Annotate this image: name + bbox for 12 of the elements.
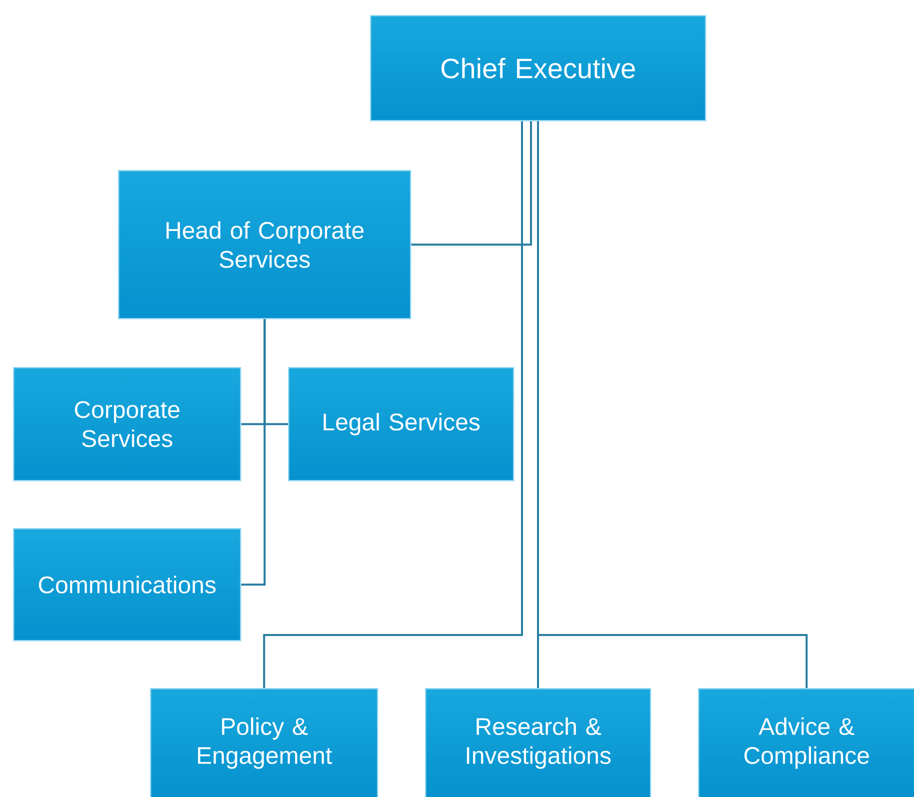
connector-line: [263, 121, 523, 688]
connector-line: [411, 121, 532, 246]
org-box: Chief Executive: [370, 15, 706, 122]
org-box: Legal Services: [288, 367, 514, 482]
org-box: Research & Investigations: [425, 688, 652, 797]
org-box: Advice & Compliance: [698, 688, 914, 797]
connector-line: [537, 121, 808, 688]
org-box: Policy & Engagement: [150, 688, 378, 797]
org-box: Head of Corporate Services: [118, 170, 412, 320]
org-box: Communications: [13, 528, 242, 642]
org-box: Corporate Services: [13, 367, 242, 482]
connector-line: [241, 319, 266, 586]
